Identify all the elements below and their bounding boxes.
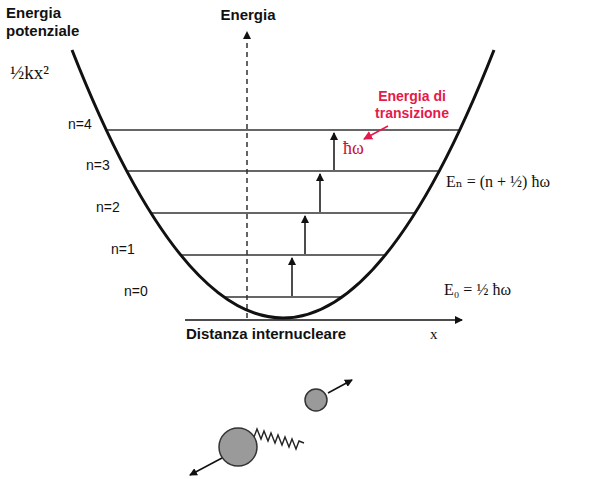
energy-axis bbox=[246, 32, 247, 318]
pointer-arrow bbox=[364, 126, 388, 139]
callout-label: Energia di transizione bbox=[357, 88, 467, 122]
axis-title: Energia potenziale bbox=[6, 4, 86, 40]
transition-arrows bbox=[292, 133, 334, 296]
level-label: n=0 bbox=[124, 283, 148, 300]
molecule bbox=[190, 380, 352, 475]
formula: Eₙ = (n + ½) ħω bbox=[446, 172, 550, 191]
axis-label: x bbox=[430, 325, 438, 343]
potential-parabola bbox=[72, 50, 494, 318]
quantum-label: ħω bbox=[343, 138, 364, 160]
level-label: n=2 bbox=[96, 199, 120, 216]
axis-title: Energia bbox=[220, 6, 275, 24]
axis-title: Distanza internucleare bbox=[186, 325, 346, 343]
x-axis bbox=[185, 319, 462, 321]
level-label: n=1 bbox=[111, 241, 135, 258]
level-label: n=3 bbox=[86, 157, 110, 174]
level-label: n=4 bbox=[68, 116, 92, 133]
formula: ½kx² bbox=[10, 62, 49, 85]
energy-levels bbox=[106, 130, 460, 297]
formula: E₀ = ½ ħω bbox=[444, 280, 511, 299]
